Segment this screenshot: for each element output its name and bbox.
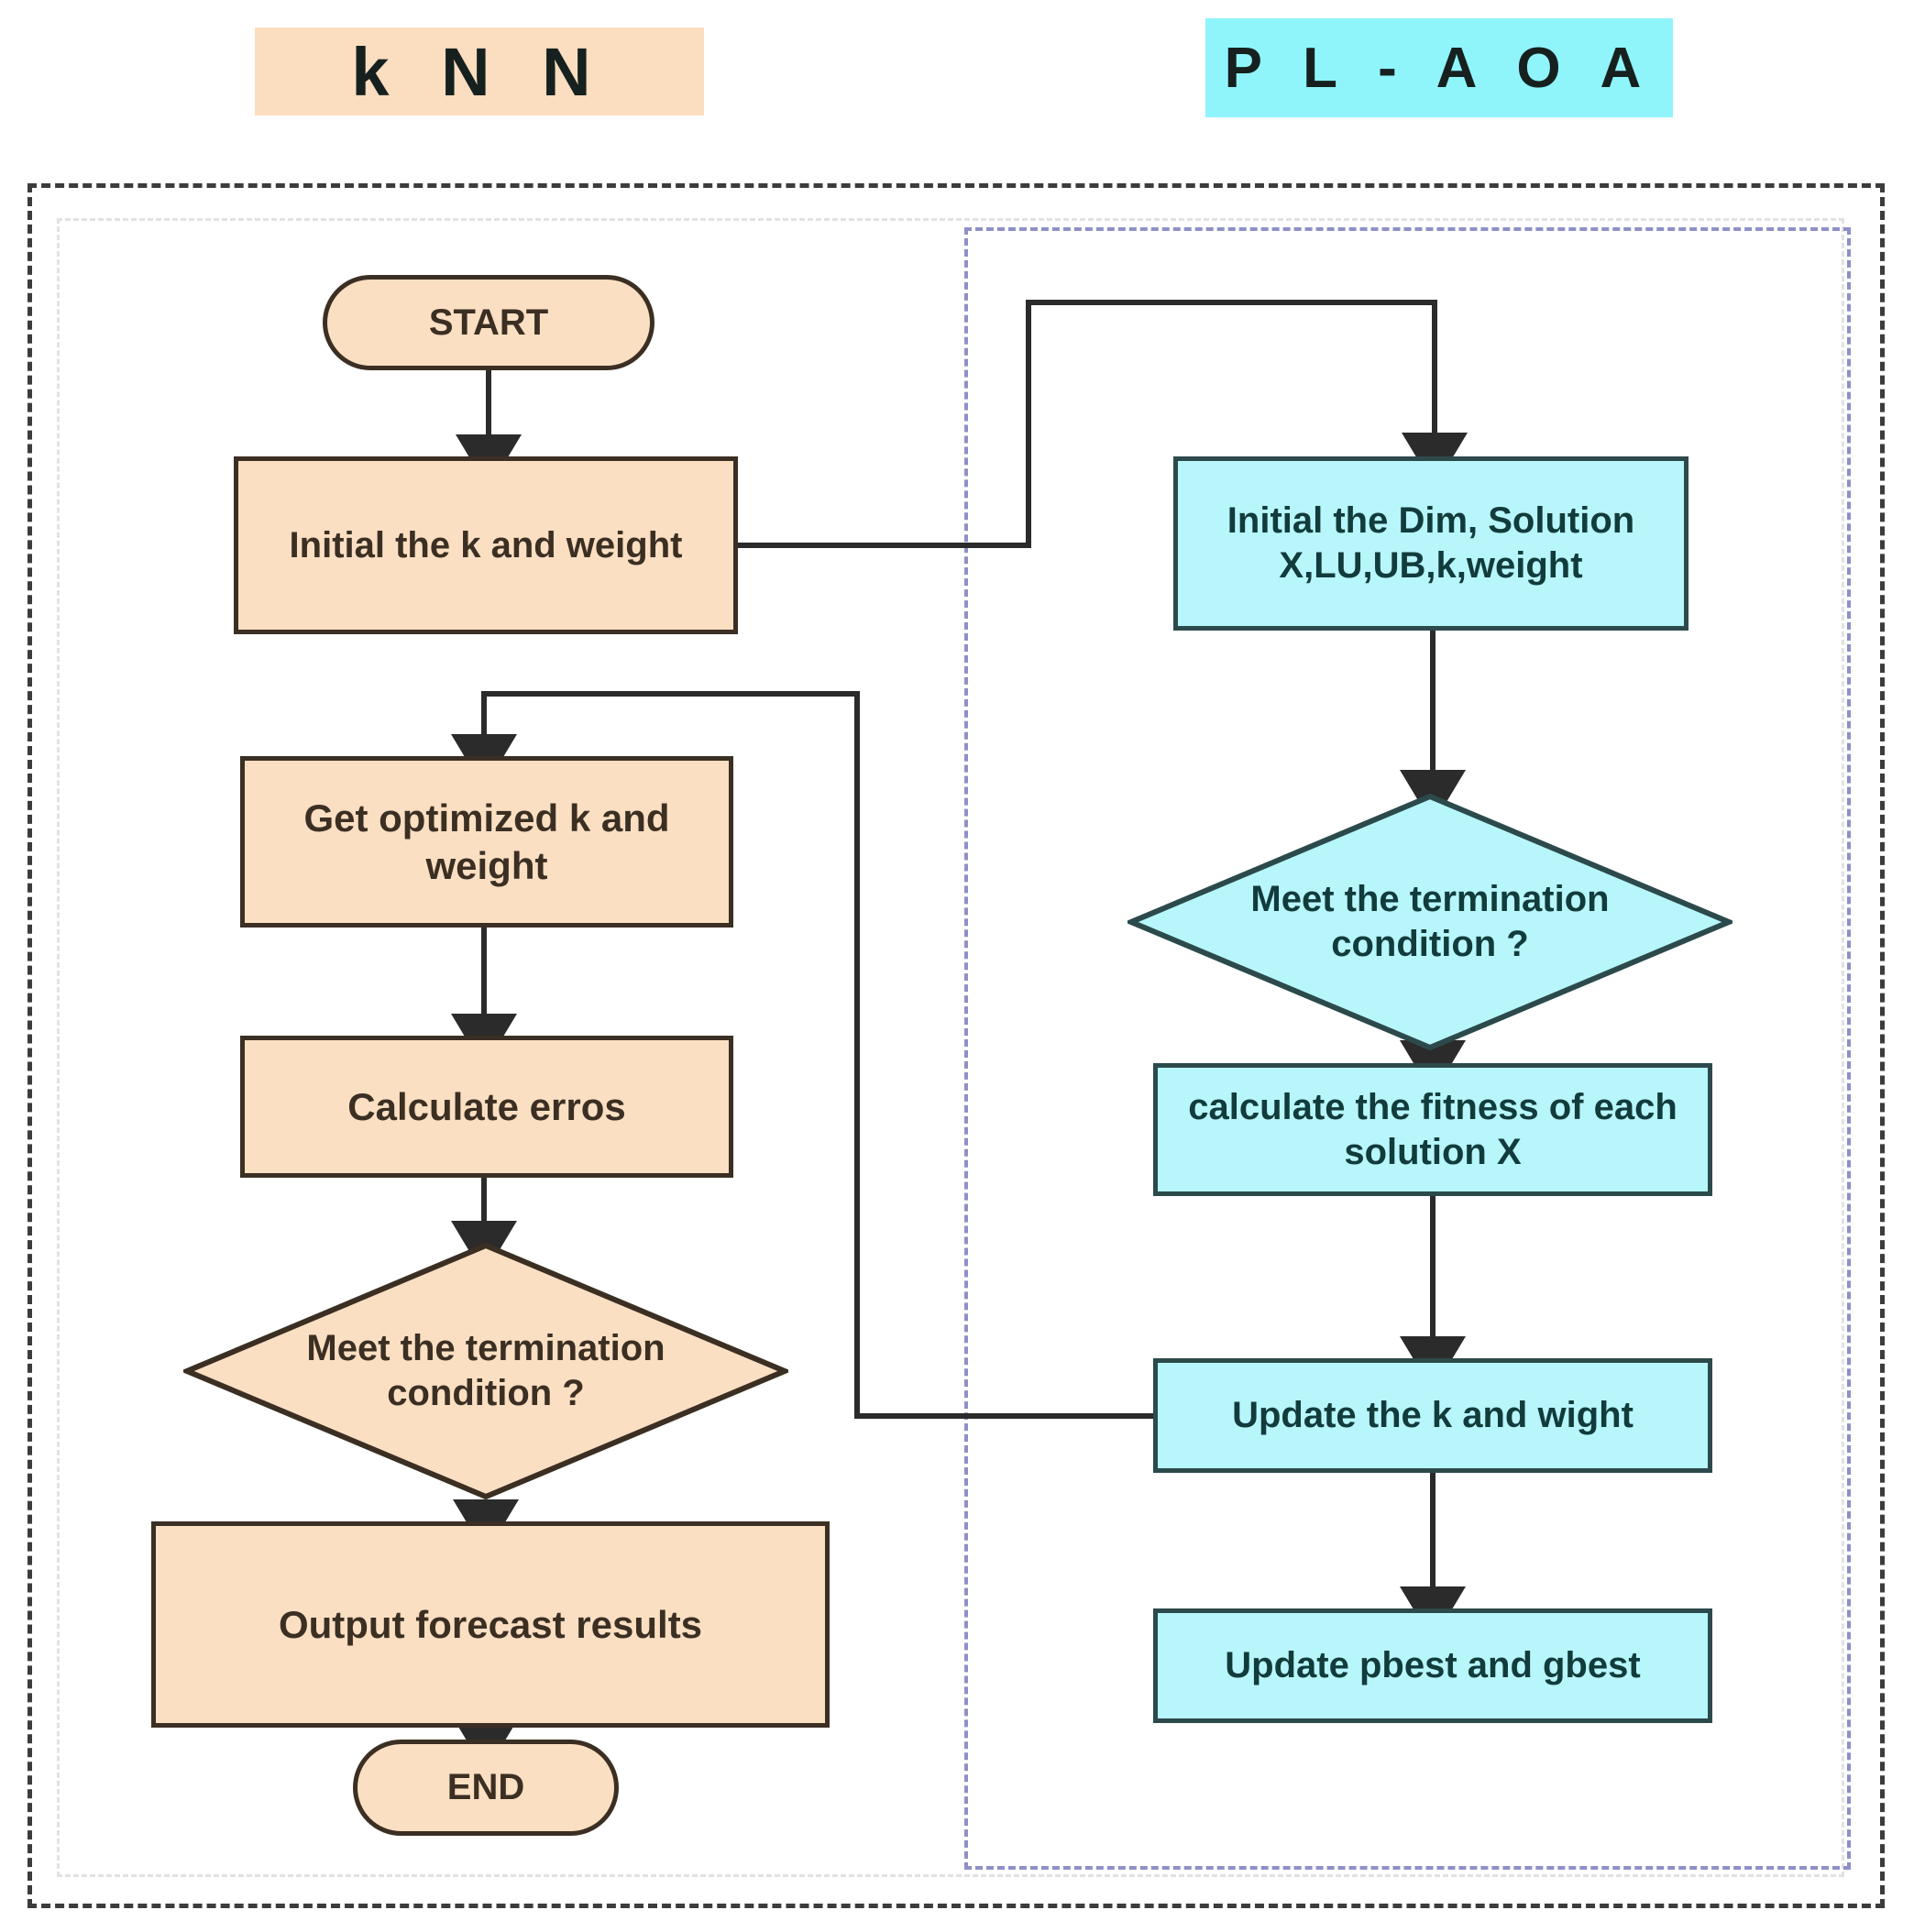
node-line-2: solution X (1344, 1131, 1522, 1172)
outer-dashed-frame (28, 183, 1885, 1908)
plaoa-title-banner: P L - A O A (1205, 18, 1673, 117)
decision-line-2: condition ? (1331, 924, 1529, 964)
node-line-1: Get optimized k and (303, 796, 670, 840)
node-line-2: weight (425, 843, 548, 887)
inner-light-frame (57, 218, 1844, 1877)
decision-line-2: condition ? (387, 1373, 585, 1413)
node-get-optimized-k-and-weight[interactable]: Get optimized k and weight (240, 756, 733, 928)
plaoa-region-frame (964, 227, 1851, 1870)
node-line-1: Initial the Dim, Solution (1226, 500, 1635, 542)
node-line-1: calculate the fitness of each (1188, 1086, 1678, 1127)
node-calculate-fitness[interactable]: calculate the fitness of each solution X (1153, 1063, 1712, 1196)
knn-title-banner: k N N (255, 27, 704, 115)
decision-line-1: Meet the termination (306, 1328, 666, 1369)
node-calculate-erros[interactable]: Calculate erros (240, 1036, 733, 1178)
node-plaoa-termination-decision[interactable]: Meet the termination condition ? (1128, 793, 1732, 1051)
node-output-forecast-results[interactable]: Output forecast results (151, 1521, 830, 1728)
node-knn-termination-decision[interactable]: Meet the termination condition ? (183, 1242, 788, 1500)
node-update-pbest-gbest[interactable]: Update pbest and gbest (1153, 1608, 1712, 1723)
node-update-k-and-wight[interactable]: Update the k and wight (1153, 1358, 1712, 1473)
node-line-2: X,LU,UB,k,weight (1279, 545, 1583, 586)
decision-line-1: Meet the termination (1250, 879, 1610, 920)
node-start[interactable]: START (323, 275, 654, 370)
node-initial-k-and-weight[interactable]: Initial the k and weight (234, 456, 738, 634)
node-initial-dim-solution[interactable]: Initial the Dim, Solution X,LU,UB,k,weig… (1173, 456, 1688, 631)
node-end[interactable]: END (353, 1740, 619, 1836)
